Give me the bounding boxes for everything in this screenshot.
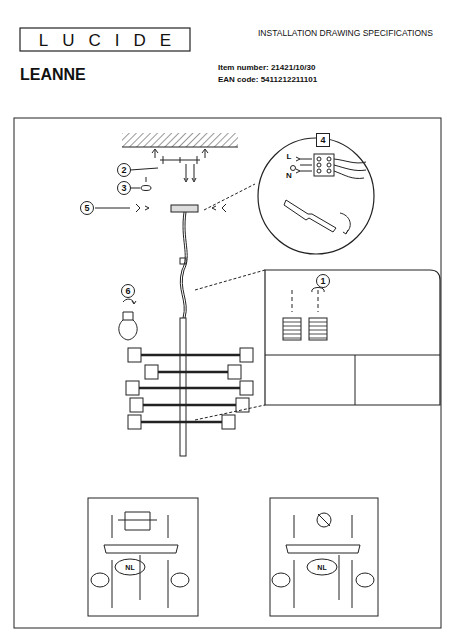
terminal-label: L — [287, 153, 292, 161]
header-text: INSTALLATION DRAWING SPECIFICATIONS — [258, 29, 433, 38]
callout-number: 5 — [80, 201, 94, 215]
callout-number: 4 — [316, 133, 330, 147]
language-mark: NL — [125, 564, 134, 571]
language-mark: NL — [317, 564, 326, 571]
callout-number: 6 — [121, 284, 135, 298]
callout-number: 2 — [117, 163, 131, 177]
item-number: Item number: 21421/10/30 — [218, 64, 315, 72]
terminal-label: N — [286, 172, 292, 180]
callout-number: 1 — [316, 274, 330, 288]
product-title: LEANNE — [20, 67, 86, 83]
callout-number: 3 — [117, 181, 131, 195]
brand-logo: LUCIDE — [25, 32, 185, 49]
ean-code: EAN code: 5411212211101 — [218, 76, 317, 84]
